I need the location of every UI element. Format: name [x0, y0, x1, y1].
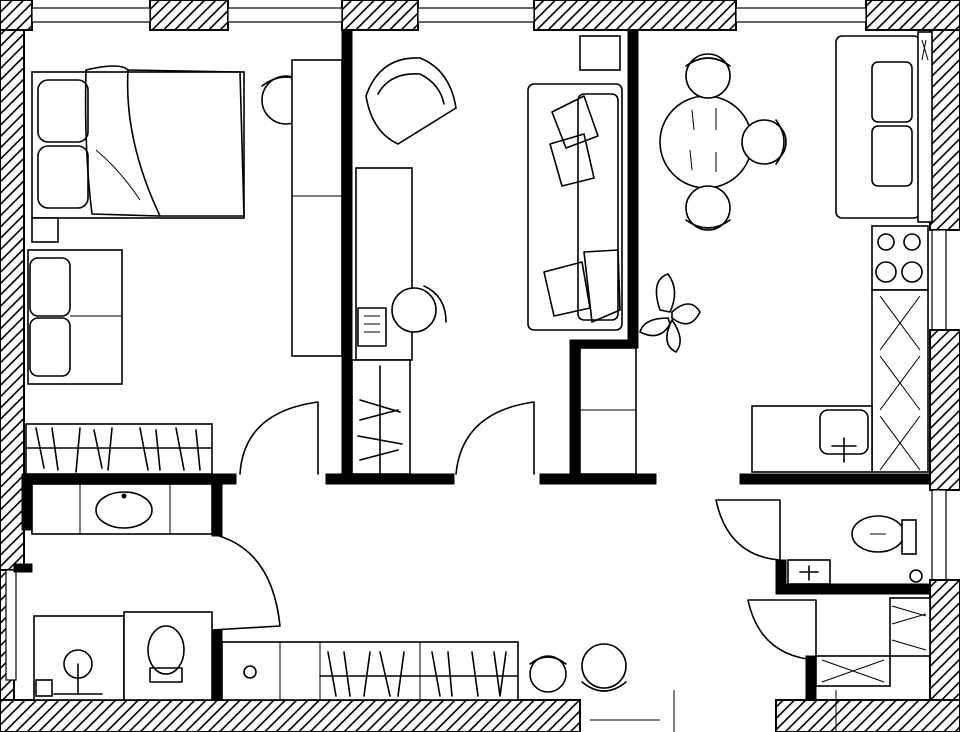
- study-closet[interactable]: [351, 359, 411, 475]
- study-desk[interactable]: [355, 167, 413, 361]
- study: [351, 57, 535, 475]
- bathroom-shelf: [35, 679, 53, 697]
- window-top-3: [417, 7, 535, 23]
- hallway-chair[interactable]: [581, 643, 627, 692]
- wc-sink[interactable]: [787, 559, 831, 585]
- double-bed[interactable]: [31, 65, 245, 219]
- dining-chair-right[interactable]: [741, 119, 787, 165]
- bedroom: [25, 59, 343, 475]
- nightstand: [31, 217, 59, 243]
- window-left: [5, 569, 17, 681]
- bedroom-door[interactable]: [239, 401, 319, 475]
- hallway-stool[interactable]: [529, 655, 567, 693]
- kitchen-sink[interactable]: [751, 405, 873, 473]
- interior-walls: [13, 29, 931, 701]
- cabinet: [579, 35, 621, 71]
- study-chair[interactable]: [391, 285, 447, 333]
- study-door[interactable]: [455, 401, 535, 475]
- kitchen-sofa[interactable]: [835, 35, 921, 219]
- fridge-column[interactable]: [917, 31, 933, 223]
- kitchen: [751, 31, 933, 473]
- storage-closet[interactable]: [747, 597, 931, 687]
- window-top-2: [227, 7, 343, 23]
- wc-toilet[interactable]: [851, 515, 917, 555]
- kitchen-counter[interactable]: [871, 289, 929, 473]
- dining-chair-bottom[interactable]: [685, 185, 731, 231]
- bedroom-wardrobe[interactable]: [291, 59, 343, 357]
- hallway-wardrobe[interactable]: [221, 641, 519, 701]
- window-top-1: [31, 7, 151, 23]
- dining-table[interactable]: [659, 95, 753, 189]
- study-armchair[interactable]: [365, 57, 457, 145]
- hallway: [221, 641, 627, 701]
- plant-icon: [639, 273, 701, 353]
- stove-icon[interactable]: [871, 225, 929, 291]
- wc-door[interactable]: [715, 499, 781, 561]
- wc: [715, 499, 931, 687]
- bathroom: [31, 483, 281, 701]
- window-top-4: [735, 7, 867, 23]
- window-right-1: [931, 229, 947, 331]
- bedroom-closet[interactable]: [25, 423, 213, 475]
- wc-drain: [909, 569, 923, 583]
- dining-area: [659, 53, 787, 231]
- bedroom-sofa[interactable]: [27, 249, 123, 385]
- window-right-2: [931, 489, 947, 581]
- bathroom-toilet[interactable]: [123, 611, 213, 701]
- bathroom-door[interactable]: [211, 533, 281, 631]
- dining-chair-top[interactable]: [685, 53, 731, 99]
- living-room: [527, 35, 701, 475]
- living-storage[interactable]: [579, 347, 637, 475]
- living-sofa[interactable]: [527, 83, 623, 331]
- bathroom-vanity[interactable]: [31, 483, 213, 535]
